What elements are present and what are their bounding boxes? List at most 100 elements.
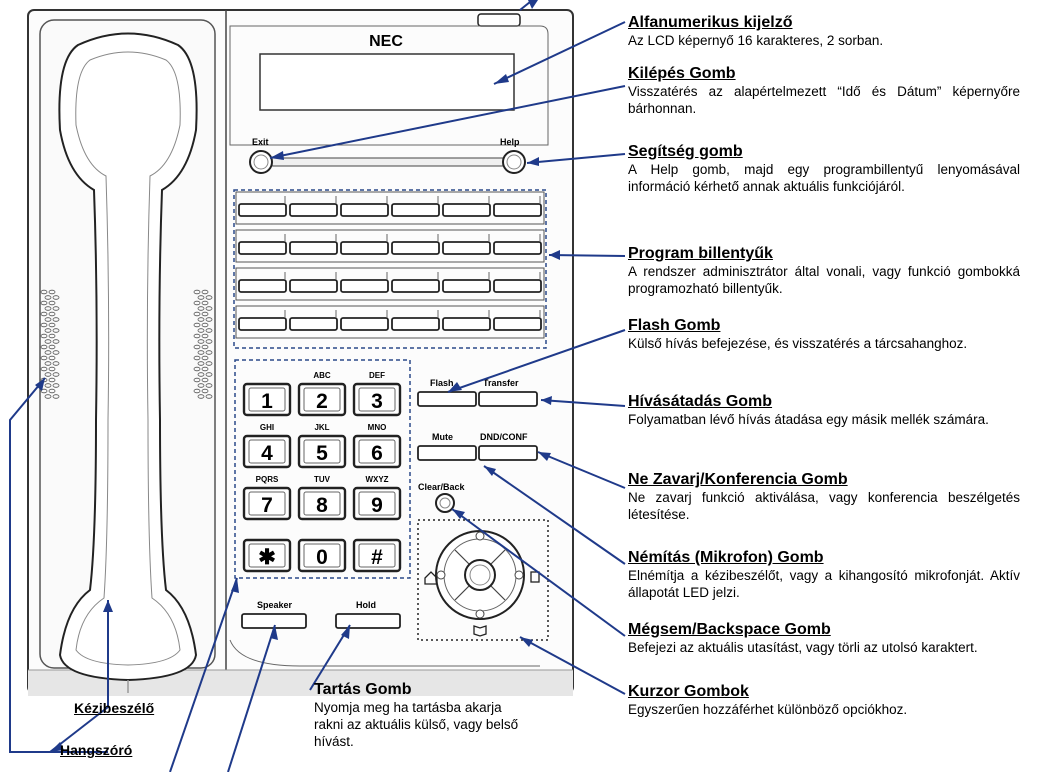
cursor-pad[interactable] (435, 530, 525, 620)
annotation-flash: Flash Gomb Külső hívás befejezése, és vi… (628, 316, 1020, 352)
keypad-letters: WXYZ (365, 475, 388, 484)
program-key[interactable] (442, 203, 491, 217)
program-key[interactable] (442, 317, 491, 331)
annotation-desc: A Help gomb, majd egy programbillentyű l… (628, 162, 1020, 194)
program-key[interactable] (442, 279, 491, 293)
keypad-digit: 8 (316, 494, 328, 517)
program-key[interactable] (391, 241, 440, 255)
program-key[interactable] (340, 317, 389, 331)
keypad-key[interactable] (242, 538, 292, 573)
annotation-title: Tartás Gomb (314, 681, 412, 698)
exit-label: Exit (252, 137, 269, 147)
program-key[interactable] (289, 241, 338, 255)
annotation-desc: Folyamatban lévő hívás átadása egy másik… (628, 412, 989, 427)
keypad-key[interactable] (297, 486, 347, 521)
annotation-help: Segítség gomb A Help gomb, majd egy prog… (628, 142, 1020, 195)
annotation-desc: Ne zavarj funkció aktiválása, vagy konfe… (628, 490, 1020, 522)
mute-button[interactable] (417, 445, 477, 461)
program-key[interactable] (340, 241, 389, 255)
keypad-digit: 5 (316, 442, 328, 465)
hold-label: Hold (356, 600, 376, 610)
annotation-transfer: Hívásátadás Gomb Folyamatban lévő hívás … (628, 392, 1020, 428)
home-icon (424, 571, 438, 585)
program-key[interactable] (391, 203, 440, 217)
keypad-key[interactable] (297, 382, 347, 417)
annotation-title: Hívásátadás Gomb (628, 393, 773, 410)
keypad-letters: ABC (313, 371, 331, 380)
keypad-digit: 1 (261, 390, 273, 413)
program-key[interactable] (391, 279, 440, 293)
annotation-hold: Tartás Gomb Nyomja meg ha tartásba akarj… (314, 680, 534, 750)
cursor-center-button[interactable] (464, 559, 496, 591)
annotation-desc: Visszatérés az alapértelmezett “Idő és D… (628, 84, 1020, 116)
flash-button[interactable] (417, 391, 477, 407)
annotation-desc: Egyszerűen hozzáférhet különböző opciókh… (628, 702, 908, 717)
program-key[interactable] (238, 279, 287, 293)
keypad-key[interactable] (352, 486, 402, 521)
annotation-clearback: Mégsem/Backspace Gomb Befejezi az aktuál… (628, 620, 1020, 656)
keypad-digit: 3 (371, 390, 383, 413)
transfer-button[interactable] (478, 391, 538, 407)
annotation-program-keys: Program billentyűk A rendszer adminisztr… (628, 244, 1020, 297)
speaker-grille-left (40, 289, 60, 399)
program-key[interactable] (391, 317, 440, 331)
keypad-key[interactable] (297, 538, 347, 573)
keypad-digit: 6 (371, 442, 383, 465)
hold-button[interactable] (335, 613, 401, 629)
program-key[interactable] (289, 203, 338, 217)
annotation-title: Flash Gomb (628, 317, 721, 334)
leader-arrowheads (35, 74, 560, 752)
program-key[interactable] (493, 203, 542, 217)
annotation-dndconf: Ne Zavarj/Konferencia Gomb Ne zavarj fun… (628, 470, 1020, 523)
annotation-mute: Némítás (Mikrofon) Gomb Elnémítja a kézi… (628, 548, 1020, 601)
annotation-title: Némítás (Mikrofon) Gomb (628, 549, 824, 566)
keypad-letters: DEF (369, 371, 385, 380)
keypad-key[interactable] (242, 382, 292, 417)
annotation-desc: Befejezi az aktuális utasítást, vagy tör… (628, 640, 978, 655)
annotation-cursor: Kurzor Gombok Egyszerűen hozzáférhet kül… (628, 682, 1020, 718)
annotation-desc: Az LCD képernyő 16 karakteres, 2 sorban. (628, 33, 884, 48)
program-key[interactable] (289, 317, 338, 331)
keypad-key[interactable] (352, 382, 402, 417)
program-key[interactable] (493, 279, 542, 293)
lcd-display (259, 53, 515, 111)
annotation-title: Mégsem/Backspace Gomb (628, 621, 831, 638)
keypad-digit: ✱ (258, 546, 276, 569)
keypad-area (234, 359, 411, 579)
speaker-label: Speaker (257, 600, 293, 610)
keypad-key[interactable] (352, 434, 402, 469)
speaker-grille-right (193, 289, 213, 399)
mute-label: Mute (432, 432, 453, 442)
program-key[interactable] (340, 279, 389, 293)
keypad-key[interactable] (297, 434, 347, 469)
keypad-key[interactable] (352, 538, 402, 573)
program-key[interactable] (238, 203, 287, 217)
speaker-grille-label: Hangszóró (60, 742, 133, 758)
program-key[interactable] (340, 203, 389, 217)
exit-button[interactable] (249, 150, 273, 174)
keypad-key[interactable] (242, 434, 292, 469)
annotation-title: Ne Zavarj/Konferencia Gomb (628, 471, 848, 488)
clearback-button[interactable] (435, 493, 455, 513)
keypad-key[interactable] (242, 486, 292, 521)
program-key[interactable] (442, 241, 491, 255)
annotation-desc: Külső hívás befejezése, és visszatérés a… (628, 336, 968, 351)
dndconf-label: DND/CONF (480, 432, 528, 442)
program-key[interactable] (289, 279, 338, 293)
keypad-digit: 0 (316, 546, 328, 569)
program-keys-area (233, 189, 547, 349)
program-key[interactable] (238, 317, 287, 331)
help-label: Help (500, 137, 520, 147)
clearback-label: Clear/Back (418, 482, 466, 492)
program-key[interactable] (493, 241, 542, 255)
handset[interactable] (58, 32, 198, 682)
help-button[interactable] (502, 150, 526, 174)
transfer-label: Transfer (483, 378, 519, 388)
annotation-title: Kurzor Gombok (628, 683, 749, 700)
program-key[interactable] (493, 317, 542, 331)
dndconf-button[interactable] (478, 445, 538, 461)
program-key[interactable] (238, 241, 287, 255)
program-keys (235, 191, 545, 339)
